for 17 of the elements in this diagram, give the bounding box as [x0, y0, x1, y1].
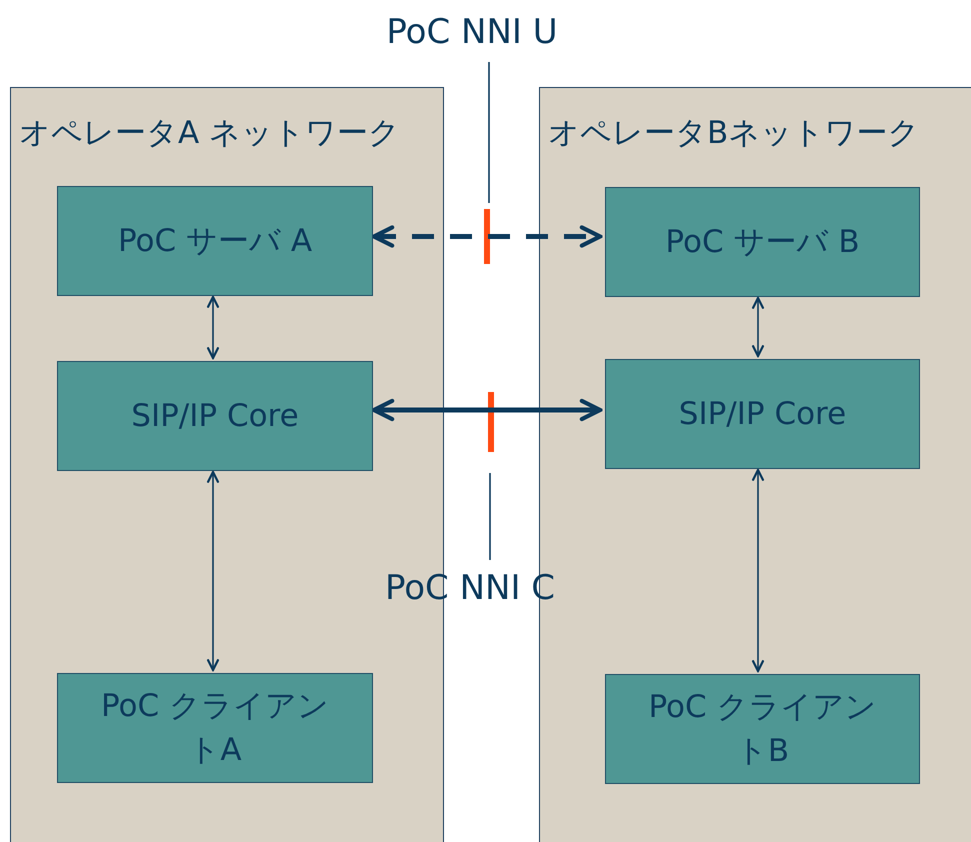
component-box: PoC サーバ A [57, 186, 373, 296]
leader-line [489, 473, 491, 560]
component-box: SIP/IP Core [57, 361, 373, 471]
interface-label: PoC NNI U [386, 12, 558, 52]
component-box: PoC クライアントA [57, 673, 373, 783]
network-heading: オペレータBネットワーク [548, 114, 920, 153]
network-heading: オペレータA ネットワーク [19, 114, 400, 153]
leader-line [488, 62, 490, 203]
arrow [752, 296, 764, 358]
arrow [372, 225, 602, 248]
arrow [206, 296, 220, 360]
component-box: SIP/IP Core [605, 359, 920, 469]
arrow [206, 470, 220, 672]
component-box: PoC クライアントB [605, 674, 920, 784]
component-box: PoC サーバ B [605, 187, 920, 297]
arrow [372, 398, 602, 422]
arrow [752, 468, 764, 672]
